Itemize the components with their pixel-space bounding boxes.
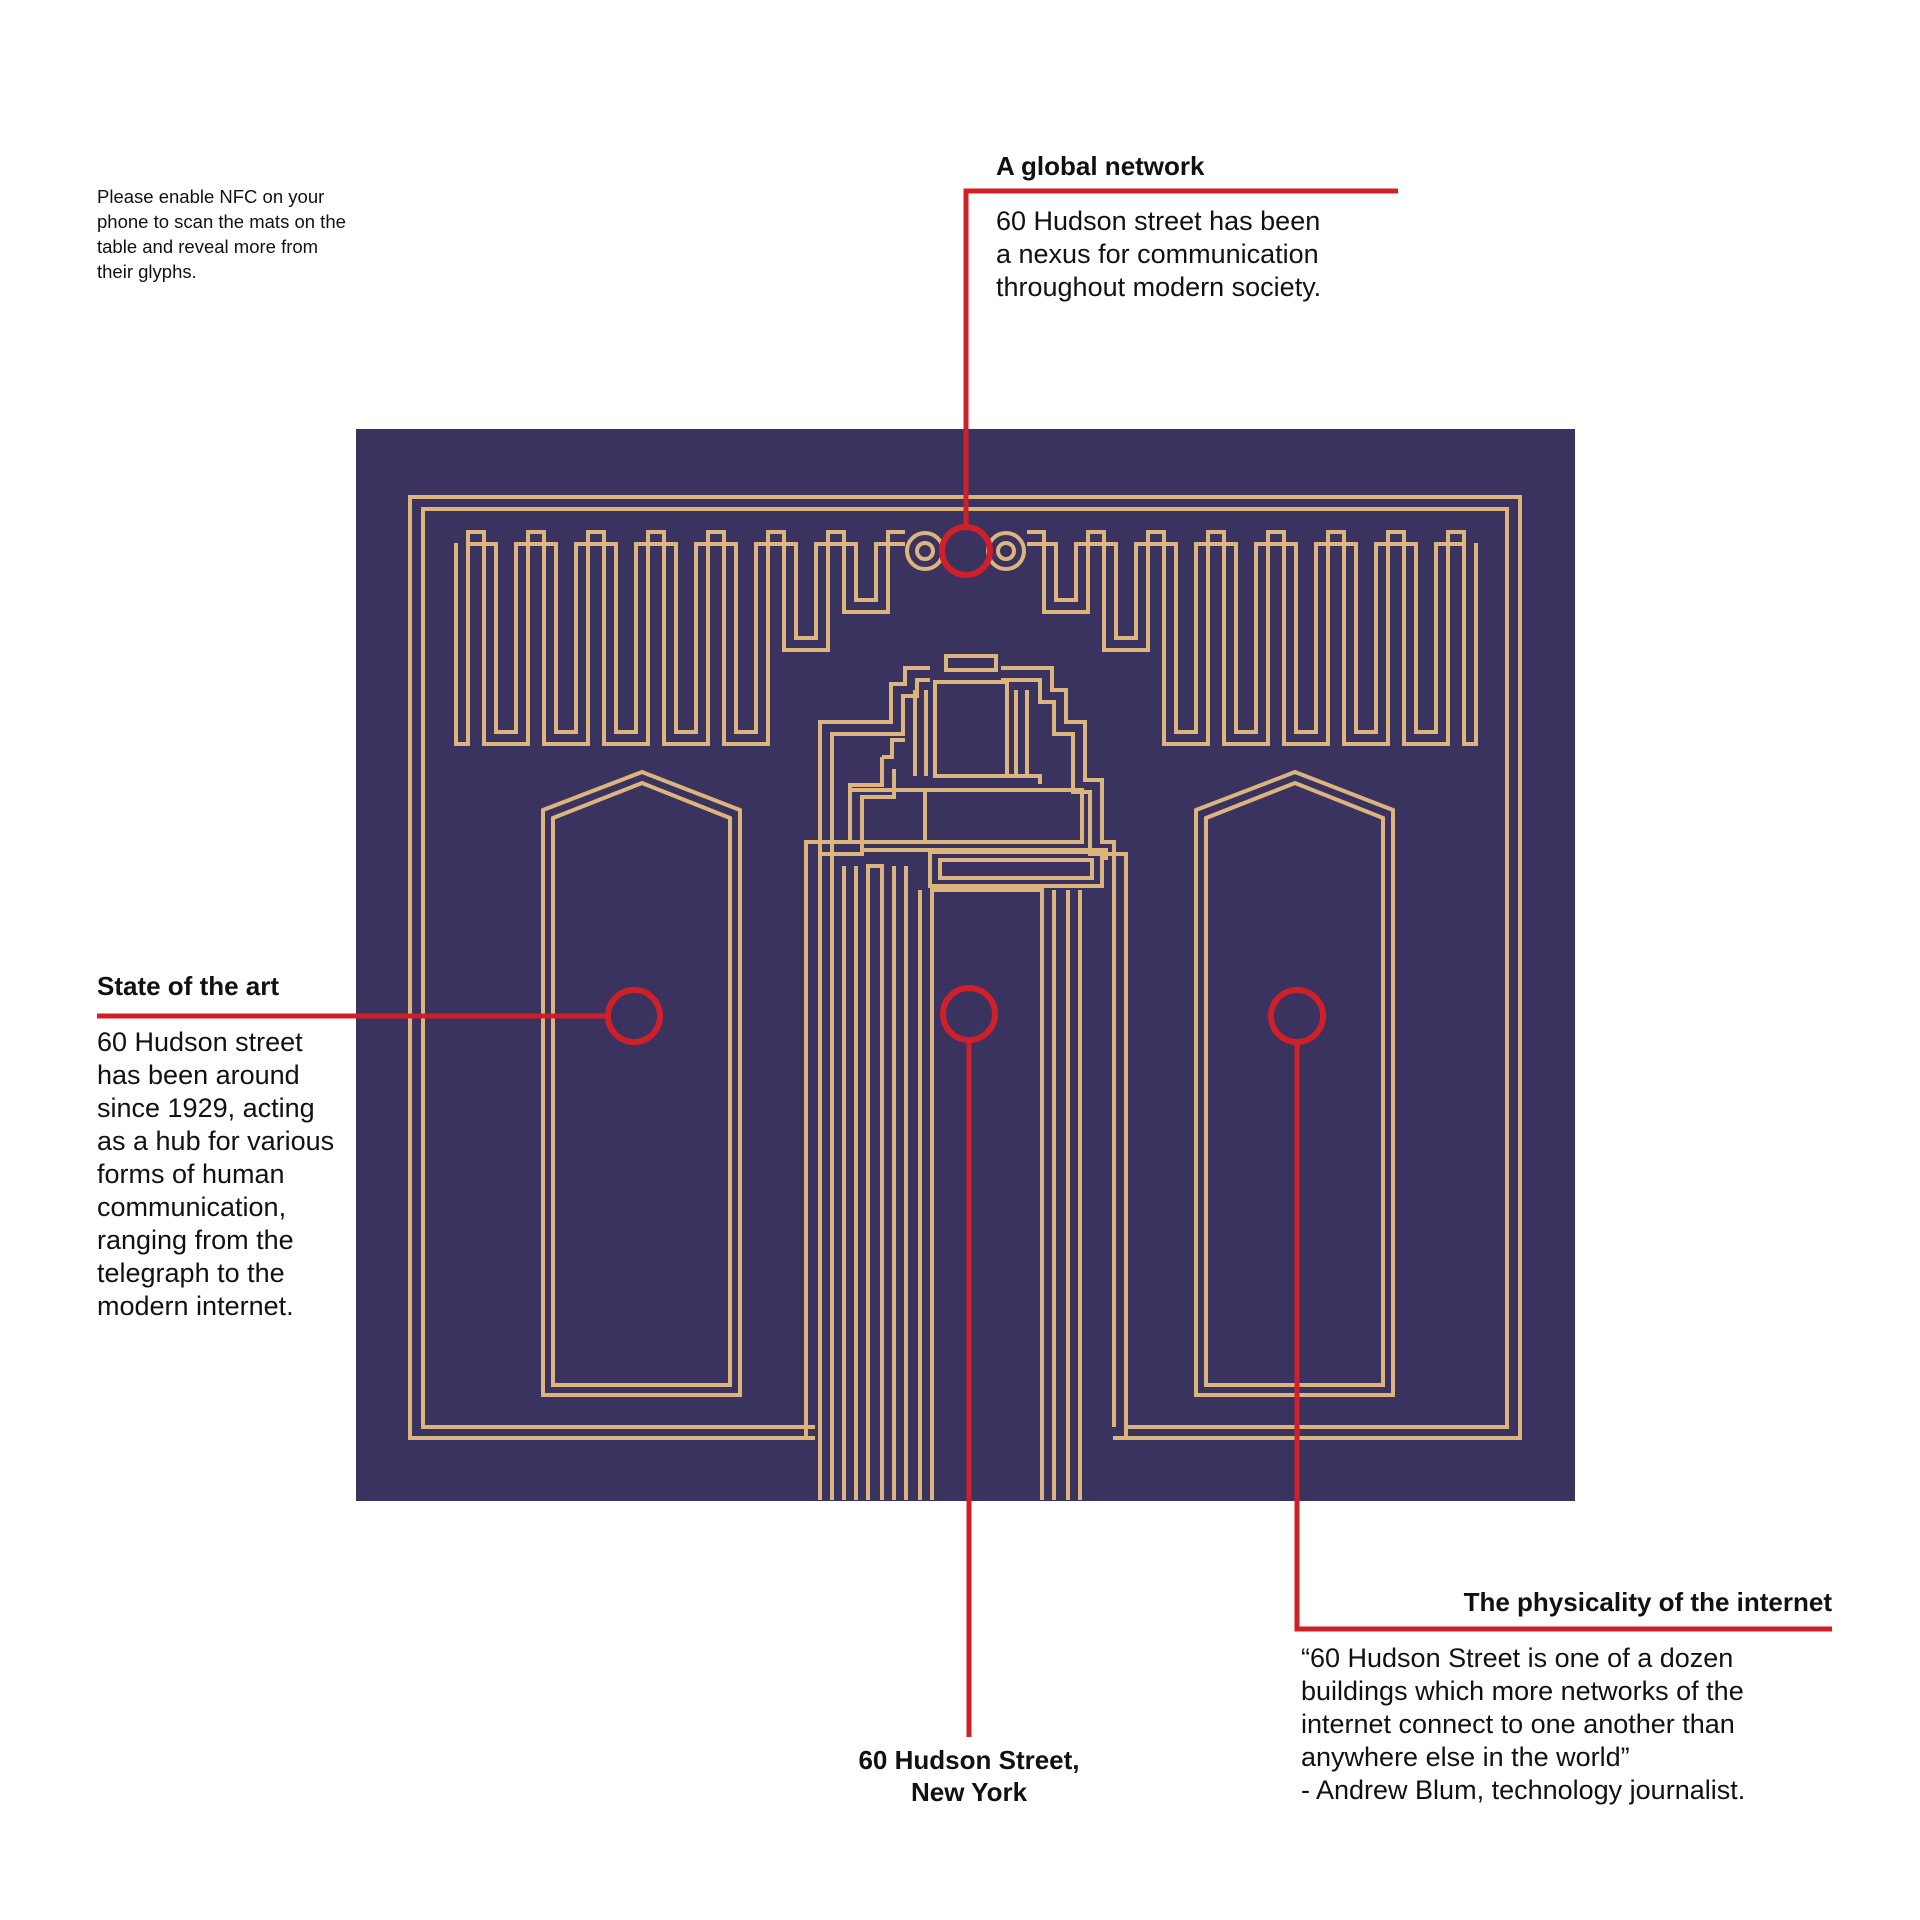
callout-line-global-network: [963, 188, 1398, 530]
callout-line-physicality: [1294, 1042, 1832, 1632]
callout-heading: 60 Hudson Street, New York: [858, 1745, 1080, 1807]
nfc-hotspot-left-window[interactable]: [605, 987, 663, 1045]
glyph-mat-panel: [356, 429, 1575, 1501]
callout-lines: [97, 188, 1832, 1737]
callout-body: 60 Hudson street has been a nexus for co…: [996, 206, 1322, 302]
nfc-hotspot-crown[interactable]: [939, 524, 993, 578]
callout-body: “60 Hudson Street is one of a dozen buil…: [1301, 1643, 1746, 1805]
callout-heading: State of the art: [97, 971, 280, 1001]
nfc-instruction-note: Please enable NFC on your phone to scan …: [97, 186, 346, 282]
callout-body: 60 Hudson street has been around since 1…: [97, 1027, 335, 1321]
callout-heading: A global network: [996, 151, 1205, 181]
callout-heading: The physicality of the internet: [1463, 1587, 1832, 1617]
